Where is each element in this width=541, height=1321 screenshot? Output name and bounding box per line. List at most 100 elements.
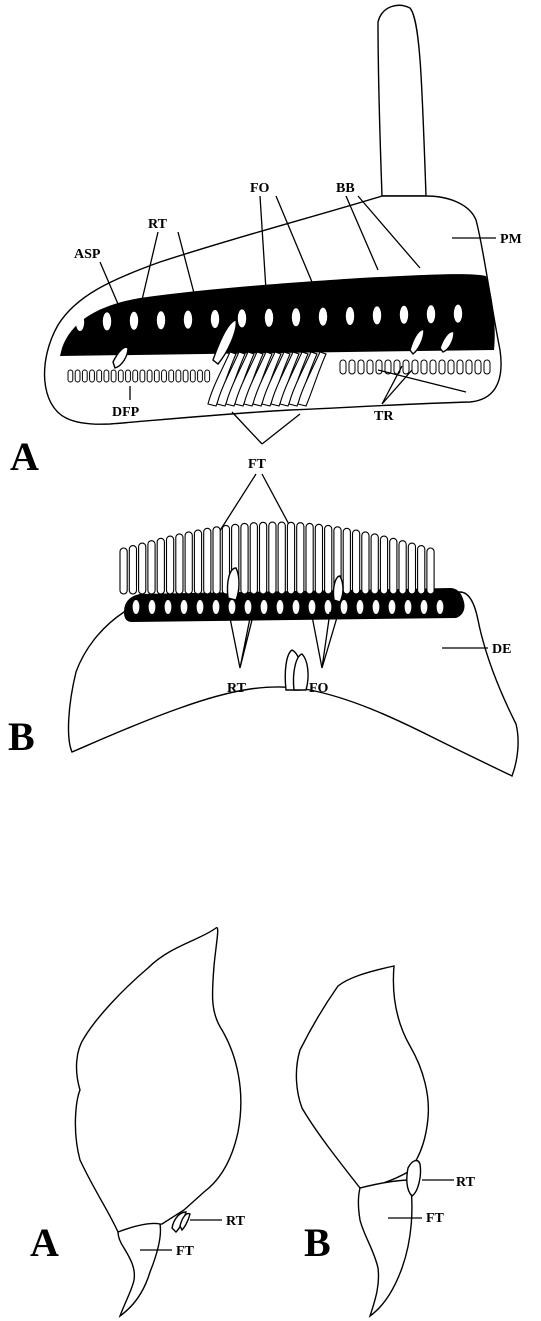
socket-opening	[229, 600, 236, 614]
replacement-tooth-row-item	[421, 360, 427, 374]
label-bb: BB	[336, 181, 355, 196]
dental-foramen	[118, 370, 123, 382]
socket-opening	[389, 600, 396, 614]
dental-foramen	[133, 370, 138, 382]
dental-foramen	[104, 370, 109, 382]
panel-letter: A	[30, 1220, 59, 1265]
socket-opening	[265, 309, 273, 327]
label-fo: FO	[250, 181, 270, 196]
functional-tooth	[390, 538, 397, 594]
dental-foramen	[75, 370, 80, 382]
socket-opening	[325, 600, 332, 614]
functional-tooth	[185, 532, 192, 594]
functional-tooth	[194, 530, 201, 594]
functional-tooth	[157, 538, 164, 594]
tooth-panel-a: RT FT A	[30, 928, 246, 1316]
label-ft: FT	[248, 457, 267, 472]
socket-opening	[400, 306, 408, 324]
functional-tooth	[269, 522, 276, 594]
dental-foramen	[82, 370, 87, 382]
functional-tooth	[306, 523, 313, 594]
replacement-tooth-row-item	[367, 360, 373, 374]
socket-opening	[165, 600, 172, 614]
tooth-panel-b: RT FT B	[296, 966, 475, 1316]
functional-tooth	[129, 546, 136, 594]
label-tr: TR	[374, 409, 394, 424]
dental-foramen	[190, 370, 195, 382]
functional-tooth	[380, 536, 387, 594]
dentary-panel-b: FT RT FO DE B	[8, 457, 518, 776]
ft-leader	[232, 412, 300, 444]
replacement-tooth-row-item	[457, 360, 463, 374]
functional-teeth	[120, 522, 434, 594]
panel-letter: B	[8, 714, 35, 759]
replacement-tooth-row-item	[448, 360, 454, 374]
replacement-tooth-rt	[407, 1161, 421, 1196]
functional-tooth	[148, 541, 155, 594]
functional-tooth-ft	[359, 1180, 412, 1316]
panel-letter: B	[304, 1220, 331, 1265]
functional-tooth	[427, 548, 434, 594]
functional-tooth	[362, 532, 369, 594]
dental-foramen	[169, 370, 174, 382]
replacement-tooth-row-item	[349, 360, 355, 374]
label-rt: RT	[148, 217, 168, 232]
label-de: DE	[492, 642, 511, 657]
socket-opening	[277, 600, 284, 614]
socket-opening	[357, 600, 364, 614]
label-asp: ASP	[74, 247, 101, 262]
replacement-tooth-row-item	[340, 360, 346, 374]
replacement-tooth-row-item	[358, 360, 364, 374]
replacement-tooth-row-item	[484, 360, 490, 374]
socket-opening	[427, 305, 435, 323]
functional-teeth	[208, 352, 326, 406]
functional-tooth	[325, 525, 332, 594]
label-rt: RT	[226, 1214, 246, 1229]
socket-opening	[130, 312, 138, 330]
socket-opening	[181, 600, 188, 614]
panel-letter: A	[10, 434, 39, 479]
dental-foramen	[68, 370, 73, 382]
dental-foramen	[205, 370, 210, 382]
dental-foramen	[183, 370, 188, 382]
dental-foramen	[198, 370, 203, 382]
functional-tooth	[204, 528, 211, 594]
replacement-tooth-row-item	[376, 360, 382, 374]
functional-tooth	[315, 524, 322, 594]
functional-tooth	[250, 523, 257, 594]
dental-foramen	[126, 370, 131, 382]
label-pm: PM	[500, 232, 522, 247]
socket-opening	[103, 312, 111, 330]
label-dfp: DFP	[112, 405, 140, 420]
functional-tooth	[260, 522, 267, 594]
functional-tooth	[278, 522, 285, 594]
label-rt: RT	[456, 1175, 476, 1190]
functional-tooth	[167, 536, 174, 594]
replacement-tooth-row-item	[466, 360, 472, 374]
socket-opening	[405, 600, 412, 614]
label-ft: FT	[426, 1211, 445, 1226]
functional-tooth	[408, 543, 415, 594]
dental-foramen	[111, 370, 116, 382]
dental-foramen	[97, 370, 102, 382]
socket-opening	[373, 600, 380, 614]
socket-opening	[211, 310, 219, 328]
functional-tooth	[176, 534, 183, 594]
dental-foramen	[90, 370, 95, 382]
socket-opening	[238, 309, 246, 327]
tooth-outline	[75, 928, 240, 1232]
socket-opening	[309, 600, 316, 614]
socket-opening	[157, 311, 165, 329]
functional-tooth	[418, 546, 425, 594]
socket-opening	[373, 306, 381, 324]
socket-opening	[261, 600, 268, 614]
dental-foramen	[154, 370, 159, 382]
functional-tooth	[371, 534, 378, 594]
functional-tooth	[241, 523, 248, 594]
functional-tooth	[297, 523, 304, 594]
socket-opening	[319, 308, 327, 326]
socket-opening	[437, 600, 444, 614]
premaxilla-panel-a: ASP RT FO BB PM DFP TR A	[10, 5, 522, 479]
label-fo: FO	[309, 681, 329, 696]
